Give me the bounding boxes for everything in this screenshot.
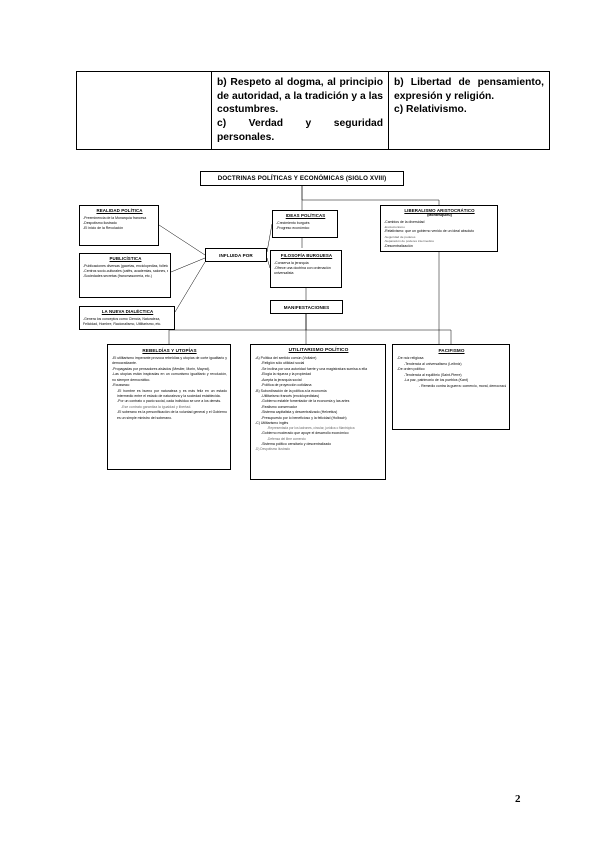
node-utilitarismo-politico: UTILITARISMO POLÍTICO -A) Política del s… <box>250 344 386 480</box>
list-item: -Conserva la jerarquía <box>274 260 309 265</box>
list-item: -B) Subordinación de la política a la ec… <box>255 388 327 393</box>
list-item: -Relativismo: que un gobierno venido de … <box>384 229 475 234</box>
node-rebeldias-title: REBELDÍAS Y UTOPÍAS <box>142 348 197 353</box>
list-item: -Se inclina por una autoridad fuerte y u… <box>261 366 368 371</box>
node-filosofia-burguesa-title: FILOSOFÍA BURGUESA <box>280 253 333 258</box>
node-publicistica: PUBLICÍSTICA -Publicaciones diversas (ga… <box>79 253 171 298</box>
list-item: -El hombre es bueno por naturaleza y es … <box>117 388 227 398</box>
node-ideas-politicas-title: IDEAS POLÍTICAS <box>285 213 326 218</box>
list-item: -Ofrece una doctrina con ordenación univ… <box>274 265 331 275</box>
list-item: -El inicio de la Revolución <box>83 226 124 230</box>
list-item: -Rousseau: <box>112 383 130 388</box>
list-item: -Evolucionismo <box>384 224 405 229</box>
node-publicistica-title: PUBLICÍSTICA <box>109 256 142 261</box>
list-item: - Remedio contra la guerra: comercio, mo… <box>419 383 506 388</box>
node-rebeldias-list: -El utilitarismo imperante provoca rebel… <box>112 356 227 421</box>
list-item: -A) Política del sentido común (Voltaire… <box>255 356 317 360</box>
list-item: -Política de proyección cotidiana <box>261 383 312 388</box>
list-item: -Presupuesto por lo beneficioso y la fel… <box>261 415 347 420</box>
page-number: 2 <box>515 793 521 805</box>
node-nueva-dialectica-list: -Genera los conceptos como Ciencia, Natu… <box>83 317 172 328</box>
table-cell-tradition: b) Respeto al dogma, al principio de aut… <box>211 70 389 151</box>
node-manifestaciones: MANIFESTACIONES <box>270 300 343 314</box>
table-cell-liberty: b) Libertad de pensamiento, expresión y … <box>388 70 550 151</box>
node-pacifismo-list: -De raíz religiosa -Tendencia al univers… <box>397 356 506 390</box>
table-cell-liberty-line-2: c) Relativismo. <box>394 104 467 116</box>
node-filosofia-burguesa-list: -Conserva la jerarquía -Ofrece una doctr… <box>274 261 339 277</box>
node-ideas-politicas-list: -Crecimiento burgués -Progreso económico <box>276 221 335 232</box>
node-realidad-politica-title: REALIDAD POLÍTICA <box>96 208 143 213</box>
list-item: -Religión sólo utilidad social <box>261 361 305 366</box>
list-item: -Tendencia al universalismo (Leibniz) <box>404 361 462 366</box>
list-item: -Preeminencia de la Monarquía francesa <box>83 215 147 220</box>
list-item: -Seguridad de poderes <box>384 234 416 239</box>
list-item: -De raíz religiosa <box>397 356 424 360</box>
list-item: -Centros socio-culturales (cafés, academ… <box>83 268 168 273</box>
node-nueva-dialectica-title: LA NUEVA DIALÉCTICA <box>101 309 154 314</box>
list-item: -Elogia la riqueza y la propiedad <box>261 372 312 377</box>
list-item: -Propagadas por pensadores aislados (Mes… <box>112 366 210 371</box>
node-filosofia-burguesa: FILOSOFÍA BURGUESA -Conserva la jerarquí… <box>270 250 342 288</box>
list-item: -Por un contrato o pacto social, cada in… <box>117 399 222 404</box>
list-item: -Gobierno moderado que apoye el desarrol… <box>261 431 349 436</box>
node-liberalismo-title: LIBERALISMO ARISTOCRÁTICO <box>404 208 475 213</box>
node-ideas-politicas: IDEAS POLÍTICAS -Crecimiento burgués -Pr… <box>272 210 338 238</box>
list-item: -Descentralización <box>384 243 413 248</box>
list-item: -De orden político <box>397 367 425 372</box>
diagram-title-box: DOCTRINAS POLÍTICAS Y ECONÓMICAS (SIGLO … <box>200 171 404 186</box>
list-item: -Separación de poderes intermedios <box>384 239 434 244</box>
list-item: -Realismo conservador <box>261 404 297 409</box>
node-pacifismo-title: PACIFISMO <box>438 348 465 353</box>
list-item: -La paz, patrimonio de los pueblos (Kant… <box>404 378 469 383</box>
list-item: -Gobierno estable fomentador de la econo… <box>261 399 350 404</box>
node-liberalismo-subtitle: (Montesquieu) <box>427 213 452 217</box>
table-cell-tradition-line-2: c) Verdad y seguridad personales. <box>217 118 383 143</box>
list-item: -Sistema capitalista y descentralizado (… <box>261 410 338 415</box>
list-item: -Utilitarismo francés (enciclopedistas) <box>261 393 320 398</box>
node-pacifismo: PACIFISMO -De raíz religiosa -Tendencia … <box>392 344 510 430</box>
list-item: -Las utopías están inspiradas en un comu… <box>112 372 227 382</box>
node-liberalismo-list: -Cambios de la diversidad -Evolucionismo… <box>384 220 495 250</box>
doctrine-comparison-table: b) Respeto al dogma, al principio de aut… <box>76 70 550 151</box>
list-item: -Despotismo ilustrado <box>83 220 117 225</box>
node-rebeldias-utopias: REBELDÍAS Y UTOPÍAS -El utilitarismo imp… <box>107 344 231 470</box>
node-liberalismo-aristocratico: LIBERALISMO ARISTOCRÁTICO (Montesquieu) … <box>380 205 498 252</box>
list-item: -El soberano es la personificación de la… <box>117 410 227 420</box>
node-influida-por: INFLUIDA POR <box>205 248 267 262</box>
node-realidad-politica-list: -Preeminencia de la Monarquía francesa -… <box>83 216 156 232</box>
list-item: -Tendencia al equilibrio (Saint-Pierre) <box>404 372 462 377</box>
node-nueva-dialectica: LA NUEVA DIALÉCTICA -Genera los concepto… <box>79 306 175 330</box>
list-item: -Crecimiento burgués <box>276 220 310 225</box>
list-item: -Publicaciones diversas (gacetas, encicl… <box>83 263 168 268</box>
table-row: b) Respeto al dogma, al principio de aut… <box>76 70 550 151</box>
list-item: -Ese contrato garantiza la igualdad y li… <box>121 404 192 409</box>
list-item: -Progreso económico <box>276 225 310 230</box>
list-item: -El utilitarismo imperante provoca rebel… <box>112 356 227 366</box>
list-item: -Representada por los ladrones, circular… <box>267 426 355 431</box>
list-item: -Acepta la jerarquía social <box>261 377 302 382</box>
node-manifestaciones-label: MANIFESTACIONES <box>283 304 330 310</box>
node-utilitarismo-title: UTILITARISMO POLÍTICO <box>288 348 349 353</box>
table-cell-tradition-line-1: b) Respeto al dogma, al principio de aut… <box>217 77 383 116</box>
node-realidad-politica: REALIDAD POLÍTICA -Preeminencia de la Mo… <box>79 205 159 246</box>
list-item: -C) Utilitarismo inglés <box>255 421 289 426</box>
list-item: -Defensa del libre comercio <box>267 436 306 441</box>
node-influida-por-label: INFLUIDA POR <box>219 252 253 258</box>
list-item: -Cambios de la diversidad <box>384 219 425 224</box>
diagram-title-text: DOCTRINAS POLÍTICAS Y ECONÓMICAS (SIGLO … <box>217 175 387 182</box>
list-item: -Genera los conceptos como Ciencia, Natu… <box>83 316 162 326</box>
table-cell-empty <box>76 70 212 151</box>
list-item: -Sistema político censitario y descentra… <box>261 441 332 446</box>
table-cell-liberty-line-1: b) Libertad de pensamiento, expresión y … <box>394 77 544 102</box>
node-utilitarismo-list: -A) Política del sentido común (Voltaire… <box>255 356 382 452</box>
node-publicistica-list: -Publicaciones diversas (gacetas, encicl… <box>83 264 168 280</box>
list-item: -D) Despotismo ilustrado <box>255 447 291 452</box>
list-item: -Sociedades secretas (francmasonería, et… <box>83 274 152 278</box>
